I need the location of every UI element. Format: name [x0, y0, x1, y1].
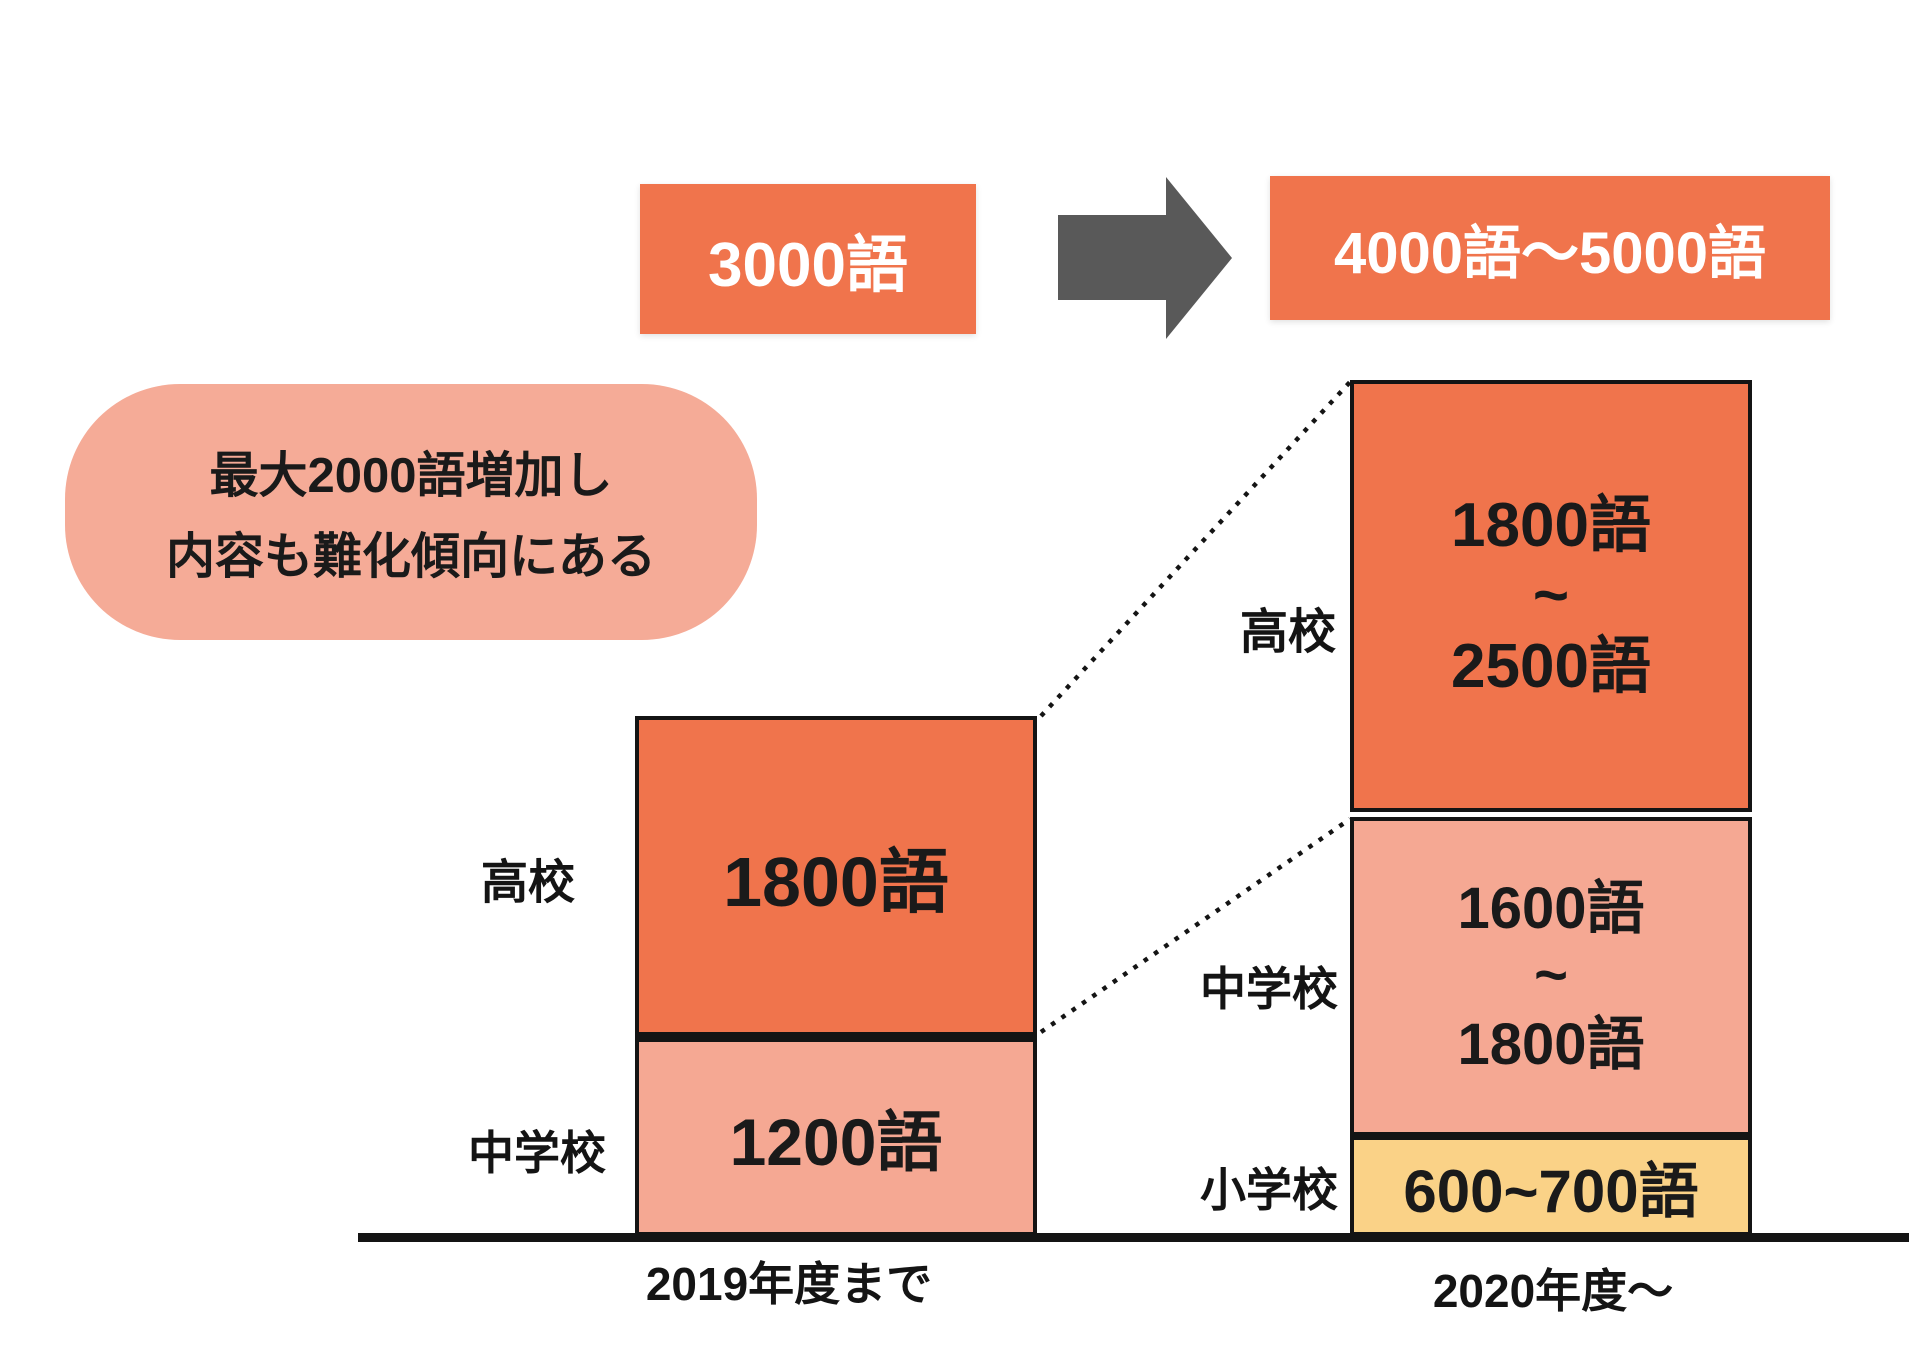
bar-after-juniorhigh-value-max: 1800語: [1457, 1011, 1645, 1077]
bar-before-juniorhigh-segment: 1200語: [635, 1032, 1037, 1236]
after-total-box: 4000語〜5000語: [1270, 176, 1830, 320]
bar-after-highschool-segment: 1800語 ~ 2500語: [1350, 380, 1752, 812]
x-axis-baseline: [358, 1233, 1909, 1242]
after-total-label: 4000語〜5000語: [1333, 221, 1767, 286]
before-total-box: 3000語: [640, 184, 976, 334]
before-total-label: 3000語: [708, 231, 908, 300]
x-axis-label-from-2020: 2020年度〜: [1432, 1265, 1674, 1317]
increase-callout-bubble: 最大2000語増加し 内容も難化傾向にある: [65, 384, 757, 640]
label-before-highschool: 高校: [481, 855, 575, 909]
bar-before-highschool-value: 1800語: [723, 842, 949, 921]
connector-dotted-highschool: [1039, 380, 1352, 718]
x-axis-label-before-2019: 2019年度まで: [645, 1258, 933, 1310]
bar-after-highschool-value-min: 1800語: [1451, 490, 1651, 560]
label-before-juniorhigh: 中学校: [468, 1127, 606, 1179]
bar-after-juniorhigh-value-min: 1600語: [1457, 875, 1645, 941]
bar-after-elementary-segment: 600~700語: [1350, 1136, 1752, 1236]
bar-before-juniorhigh-value: 1200語: [729, 1105, 943, 1179]
arrow-right-icon: [1058, 177, 1232, 339]
bar-after-highschool-range-tilde: ~: [1532, 561, 1570, 631]
bar-before-highschool-segment: 1800語: [635, 716, 1037, 1032]
bar-after-highschool-value-max: 2500語: [1451, 631, 1651, 701]
callout-line-2: 内容も難化傾向にある: [165, 530, 656, 584]
label-after-highschool: 高校: [1239, 606, 1337, 659]
bar-after-juniorhigh-range-tilde: ~: [1534, 943, 1568, 1009]
bar-after-elementary-value: 600~700語: [1403, 1157, 1699, 1225]
label-after-elementary: 小学校: [1200, 1164, 1338, 1216]
bar-after-juniorhigh-segment: 1600語 ~ 1800語: [1350, 817, 1752, 1136]
callout-line-1: 最大2000語増加し: [209, 449, 613, 503]
label-after-juniorhigh: 中学校: [1200, 963, 1338, 1015]
